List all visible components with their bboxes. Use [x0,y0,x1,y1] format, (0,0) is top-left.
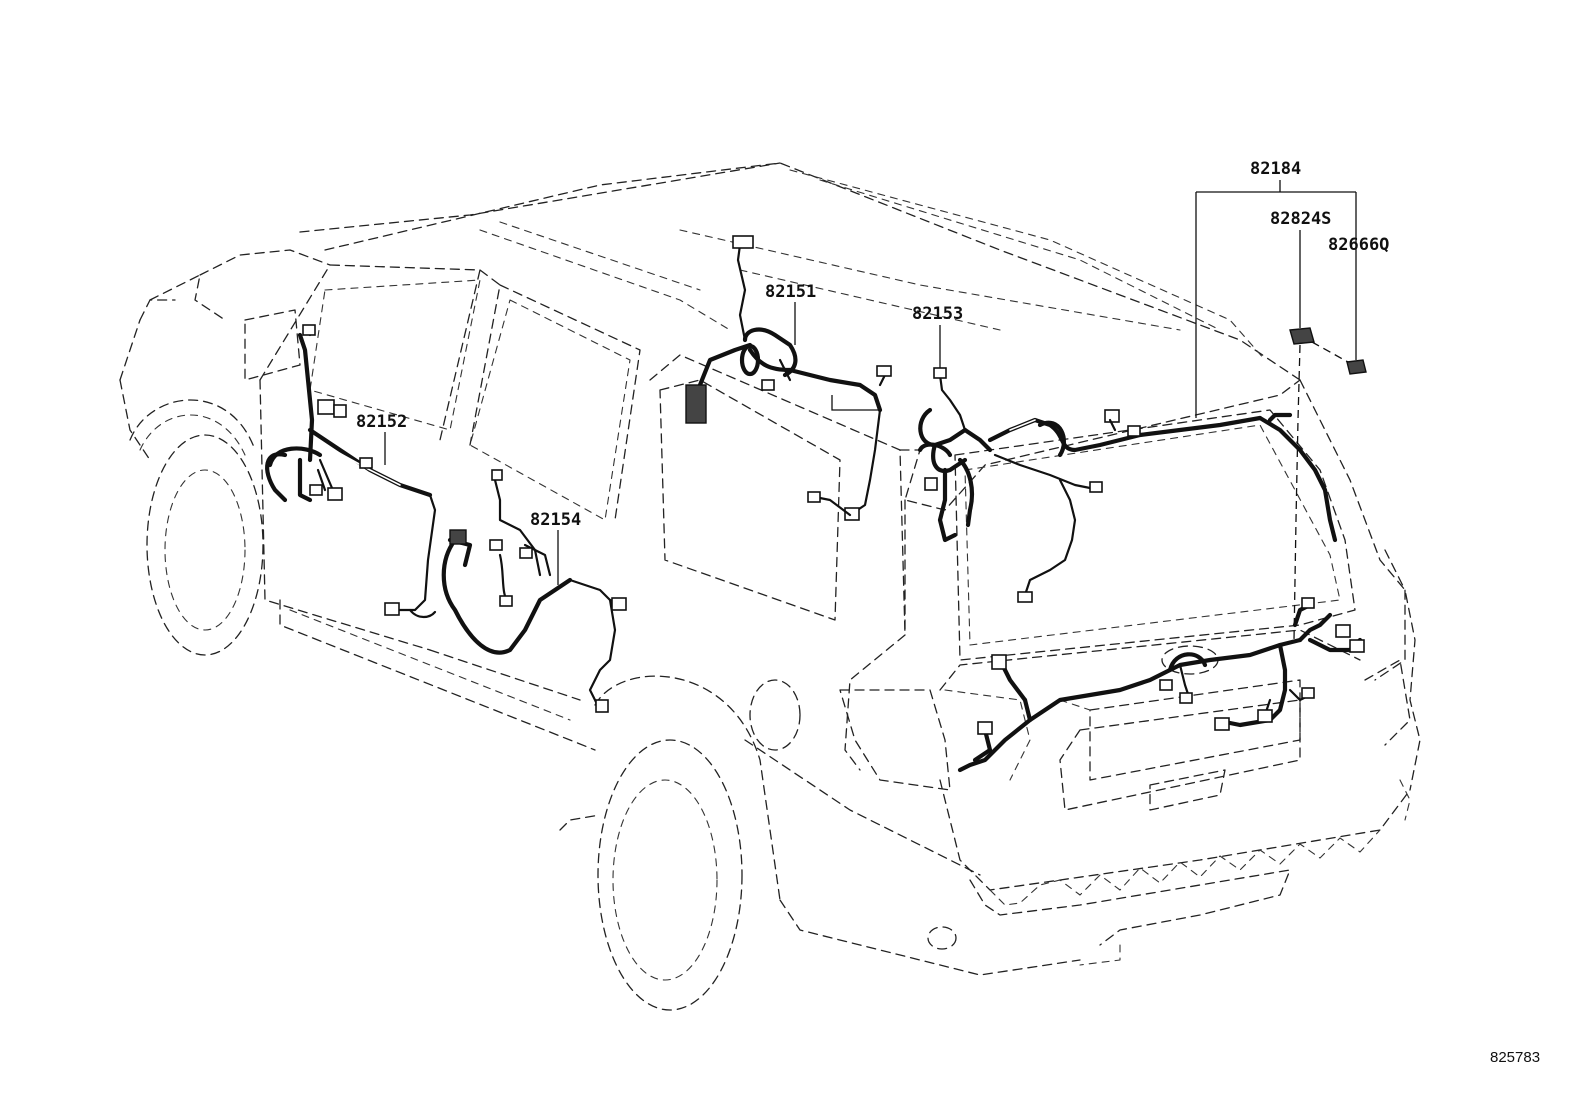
label-82154: 82154 [530,510,581,530]
vehicle-body-outline [119,162,1421,1011]
harness-liftgate-lower [957,597,1365,773]
leader-lines [384,180,1357,585]
label-82666Q: 82666Q [1328,235,1389,255]
clip-parts [1289,327,1367,641]
label-82824S: 82824S [1270,209,1331,229]
harness-82152 [265,324,437,619]
harness-82151 [685,235,892,521]
harness-82184 [987,409,1338,603]
harness-82154 [441,469,627,713]
label-82153: 82153 [912,304,963,324]
harness-82153 [917,367,993,543]
part-labels: 82184 82824S 82666Q 82151 82153 82152 82… [356,159,1540,1066]
label-82151: 82151 [765,282,816,302]
reference-number: 825783 [1490,1049,1540,1066]
label-82152: 82152 [356,412,407,432]
label-82184: 82184 [1250,159,1301,179]
